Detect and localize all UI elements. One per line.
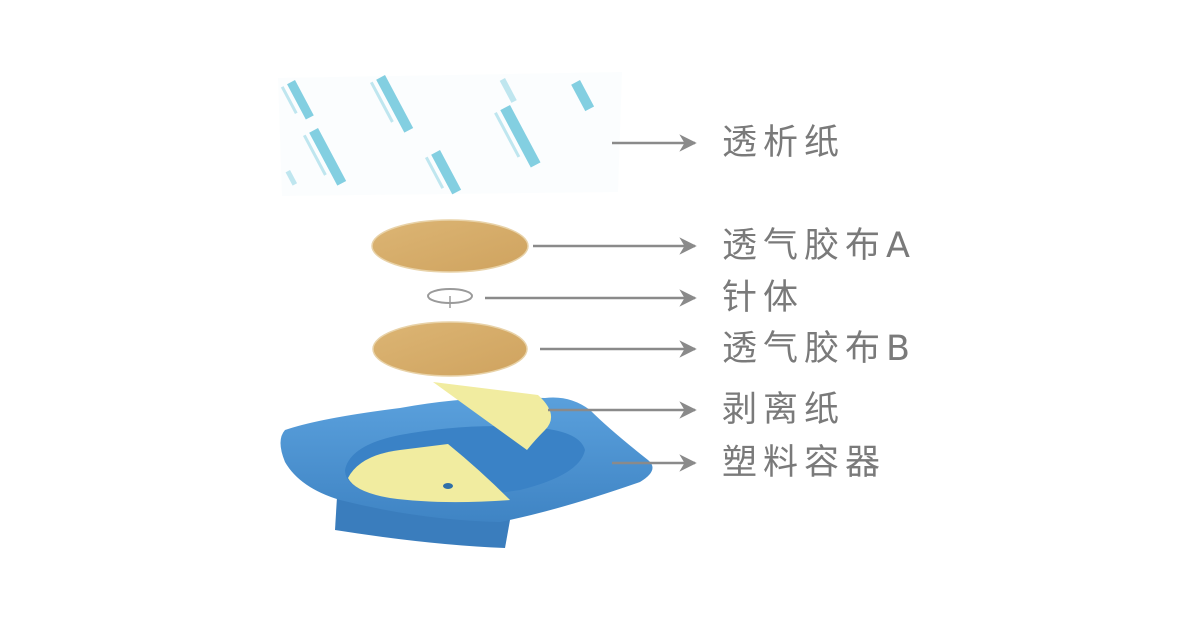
arrows [485,134,697,472]
needle-body [427,288,473,308]
label-needle-body: 针体 [722,278,805,318]
label-dialysis-paper: 透析纸 [722,123,846,163]
label-breathable-tape-b: 透气胶布B [722,329,917,369]
label-breathable-tape-a: 透气胶布A [722,226,916,266]
label-plastic-container: 塑料容器 [722,443,887,483]
plastic-container-shape [280,397,653,548]
dialysis-paper [278,72,622,196]
release-paper [433,382,552,450]
breathable-tape-a [371,219,529,273]
label-release-paper: 剥离纸 [722,390,846,430]
breathable-tape-b [372,321,528,377]
